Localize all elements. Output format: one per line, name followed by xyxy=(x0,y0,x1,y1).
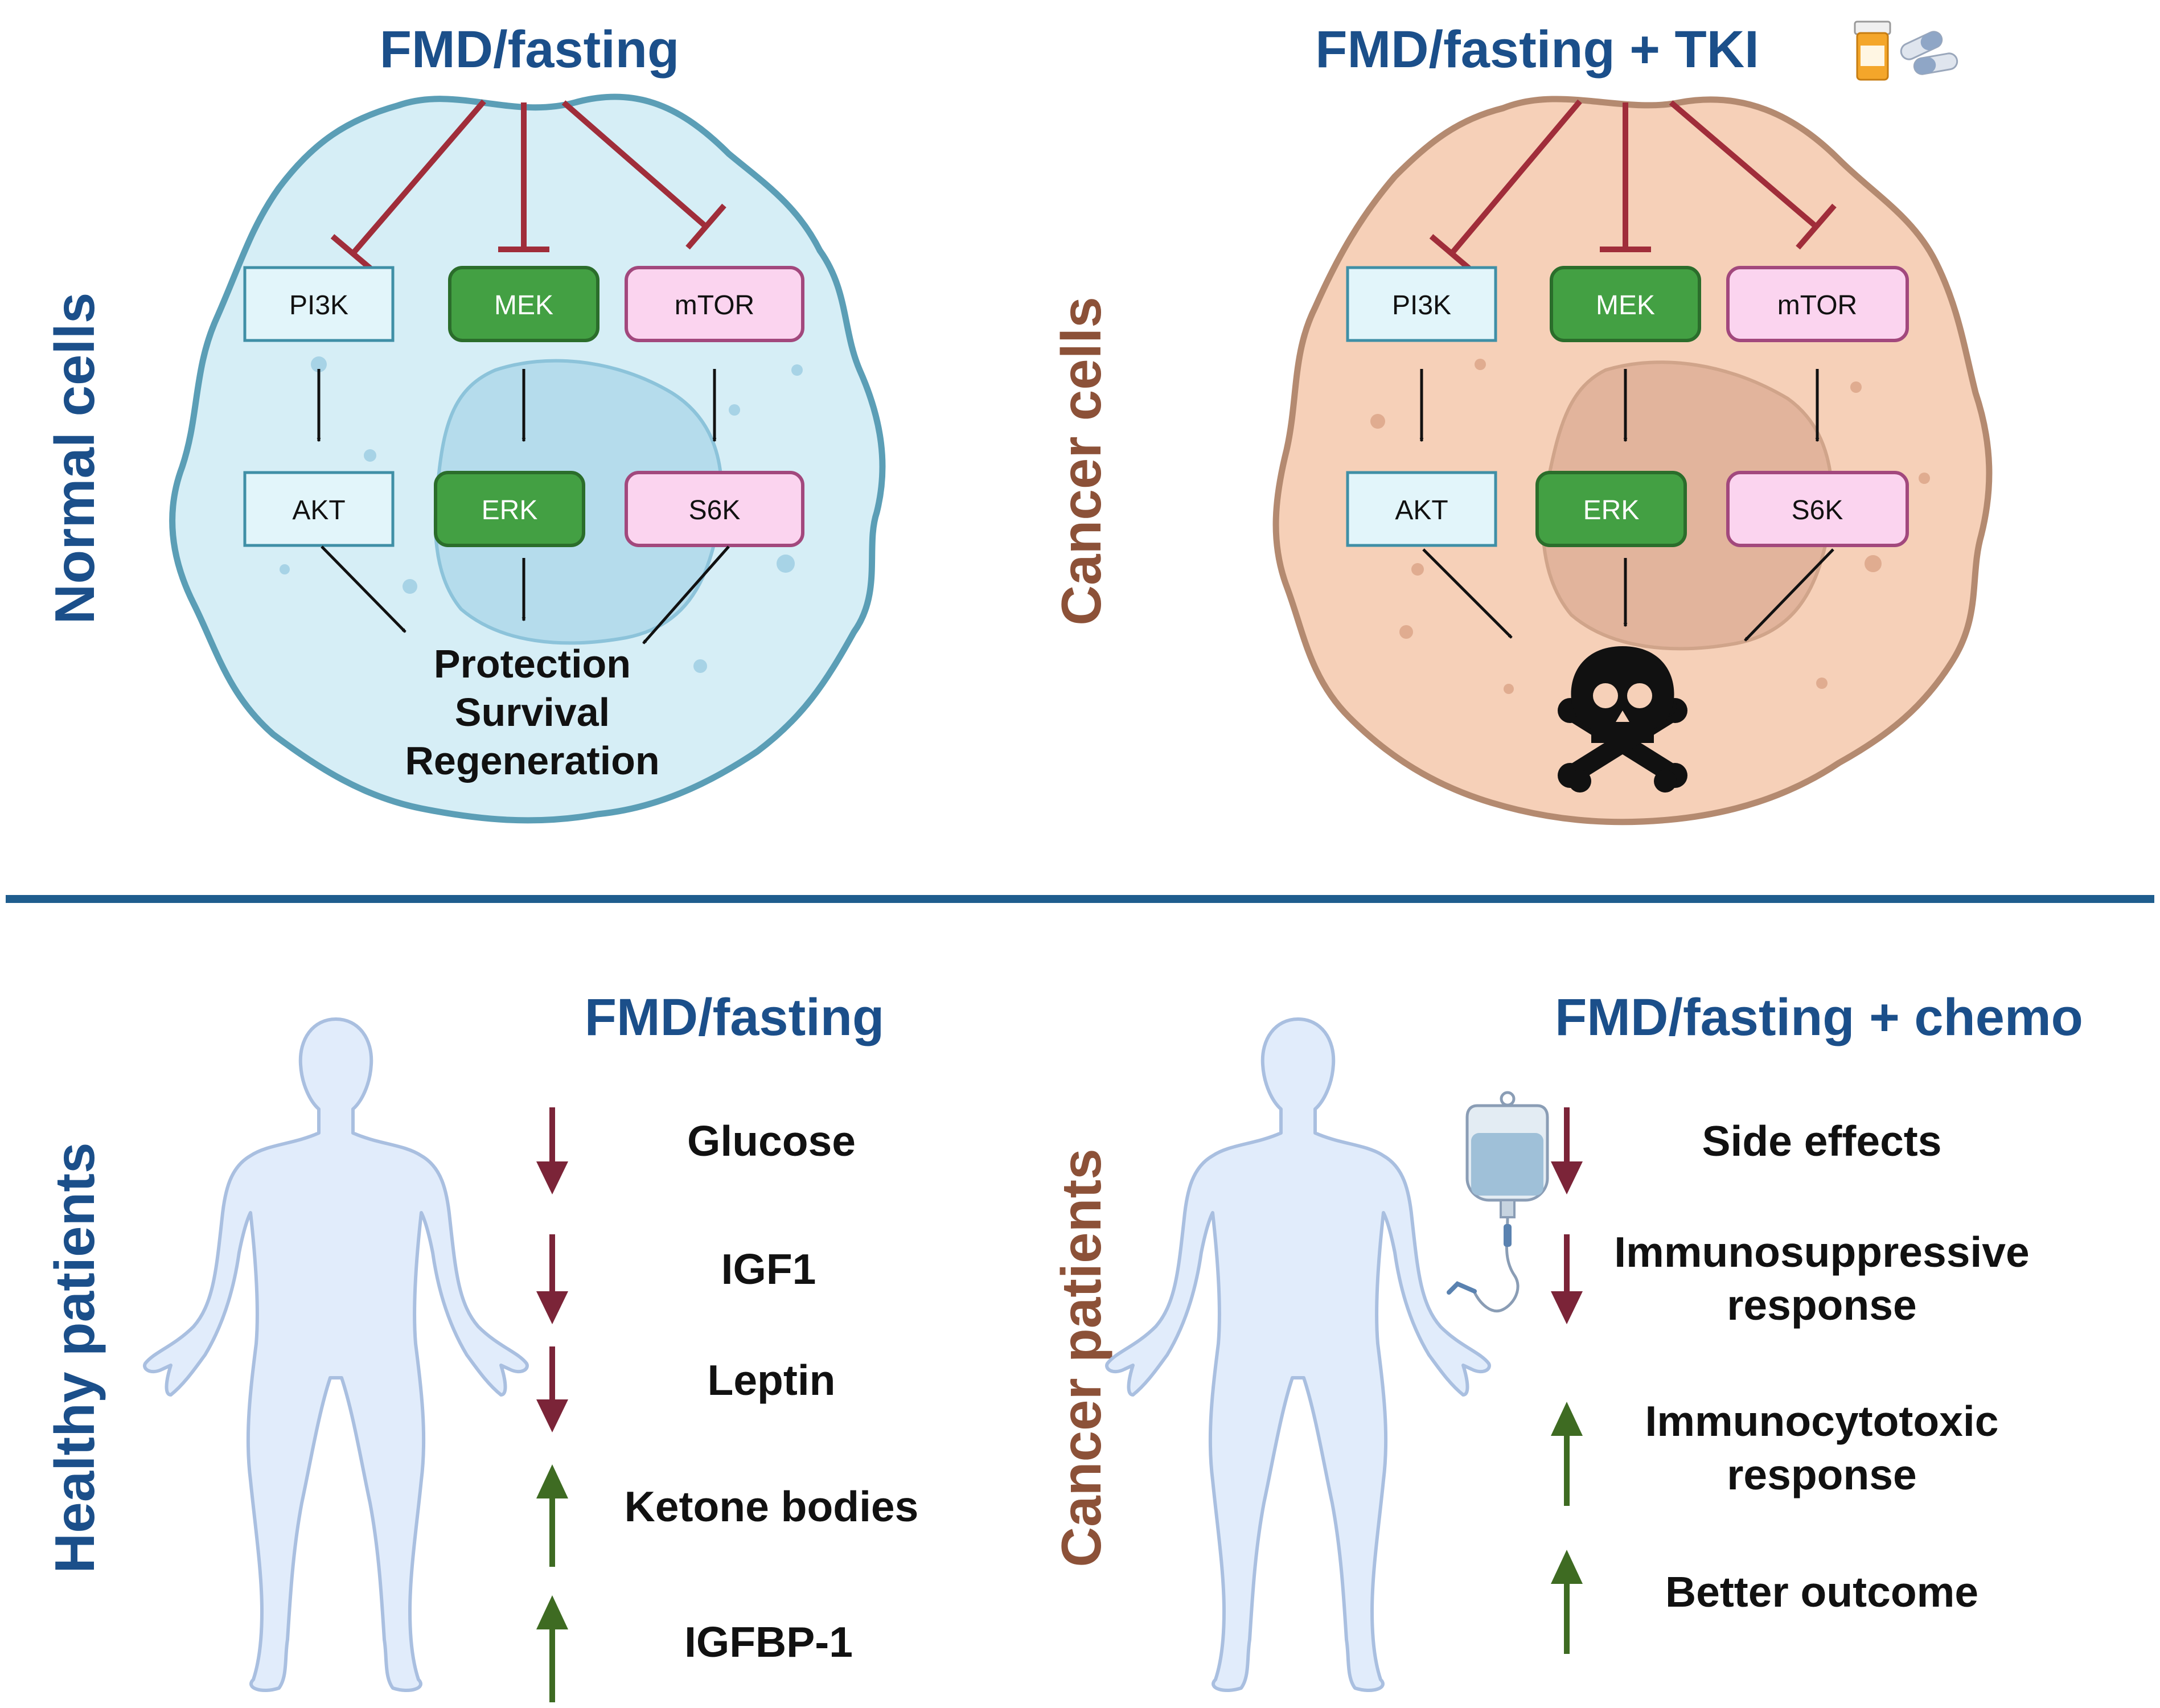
normal-erk-node: ERK xyxy=(434,471,585,547)
normal-mtor-node: mTOR xyxy=(625,266,804,342)
cancer-up-arrow-better-outcome xyxy=(1551,1550,1583,1654)
cancer-activation-arrows xyxy=(1419,369,1820,442)
healthy-panel-title: FMD/fasting xyxy=(585,988,884,1046)
healthy-down-arrow-leptin xyxy=(536,1346,568,1432)
healthy-down-arrow-igf1 xyxy=(536,1234,568,1324)
cancer-akt-label: AKT xyxy=(1395,495,1448,525)
cancer-item-immunosuppressive: Immunosuppressive xyxy=(1614,1228,2029,1276)
cancer-down-arrow-side-effects xyxy=(1551,1107,1583,1194)
normal-cells-side-label: Normal cells xyxy=(43,293,106,625)
cancer-patients-panel-title: FMD/fasting + chemo xyxy=(1555,988,2083,1046)
healthy-up-arrow-ketone xyxy=(536,1464,568,1567)
cancer-outcome-arrows xyxy=(1422,548,1834,642)
normal-pi3k-node: PI3K xyxy=(243,266,395,342)
cancer-pi3k-node: PI3K xyxy=(1346,266,1497,342)
cancer-mtor-node: mTOR xyxy=(1726,266,1909,342)
healthy-item-ketone-bodies: Ketone bodies xyxy=(625,1483,919,1530)
normal-akt-node: AKT xyxy=(243,471,395,547)
skull-crossbones-icon xyxy=(1558,646,1687,793)
healthy-patients-side-label: Healthy patients xyxy=(43,1143,106,1574)
cancer-cell-granules xyxy=(1370,359,1930,694)
healthy-item-igfbp1: IGFBP-1 xyxy=(684,1618,853,1666)
cancer-item-side-effects: Side effects xyxy=(1702,1117,1942,1165)
cancer-mek-label: MEK xyxy=(1596,290,1655,321)
healthy-item-glucose: Glucose xyxy=(687,1117,856,1165)
normal-mek-node: MEK xyxy=(448,266,599,342)
normal-cells-panel: Normal cells FMD/fasting PI3K MEK xyxy=(43,20,886,824)
normal-pi3k-label: PI3K xyxy=(289,290,348,321)
healthy-body-figure xyxy=(143,1017,529,1693)
cancer-s6k-label: S6K xyxy=(1792,495,1843,525)
cancer-down-arrow-immunosuppressive xyxy=(1551,1234,1583,1324)
healthy-item-igf1: IGF1 xyxy=(721,1245,816,1293)
normal-akt-label: AKT xyxy=(292,495,345,525)
cancer-inhibition-lines xyxy=(1429,99,1837,273)
normal-outcome-protection: Protection xyxy=(434,642,631,686)
cancer-item-immunocytotoxic: Immunocytotoxic xyxy=(1645,1397,1999,1445)
cancer-up-arrow-immunocytotoxic xyxy=(1551,1402,1583,1506)
normal-inhibition-lines xyxy=(330,99,726,273)
normal-panel-title: FMD/fasting xyxy=(380,20,679,79)
cancer-item-immunosuppressive-line2: response xyxy=(1727,1281,1916,1329)
cancer-mtor-label: mTOR xyxy=(1777,290,1857,321)
healthy-up-arrow-igfbp1 xyxy=(536,1595,568,1702)
cancer-mek-node: MEK xyxy=(1550,266,1701,342)
normal-outcome-survival: Survival xyxy=(455,690,610,734)
normal-mek-label: MEK xyxy=(494,290,553,321)
normal-s6k-node: S6K xyxy=(625,471,804,547)
cancer-erk-label: ERK xyxy=(1583,495,1640,525)
cancer-erk-node: ERK xyxy=(1535,471,1687,547)
healthy-item-leptin: Leptin xyxy=(708,1356,836,1404)
pill-bottle-icon xyxy=(1854,20,1891,81)
cancer-pi3k-label: PI3K xyxy=(1392,290,1451,321)
normal-mtor-label: mTOR xyxy=(675,290,754,321)
capsules-icon xyxy=(1900,31,1958,75)
cancer-item-better-outcome: Better outcome xyxy=(1665,1568,1978,1616)
healthy-patients-panel: Healthy patients FMD/fasting Glucose xyxy=(43,988,918,1702)
cancer-item-immunocytotoxic-line2: response xyxy=(1727,1451,1916,1498)
cancer-panel-title: FMD/fasting + TKI xyxy=(1315,20,1759,79)
cancer-patients-side-label: Cancer patients xyxy=(1050,1148,1112,1567)
cancer-cells-side-label: Cancer cells xyxy=(1050,297,1112,625)
cancer-patients-panel: Cancer patients FMD/fasting + chemo xyxy=(1050,988,2083,1693)
cancer-cells-panel: Cancer cells FMD/fasting + TKI xyxy=(1050,20,1993,826)
healthy-down-arrow-glucose xyxy=(536,1107,568,1194)
normal-erk-label: ERK xyxy=(482,495,538,525)
cancer-akt-node: AKT xyxy=(1346,471,1497,547)
normal-activation-arrows xyxy=(317,369,717,442)
normal-outcome-regeneration: Regeneration xyxy=(405,738,659,783)
section-divider xyxy=(6,895,2154,903)
cancer-s6k-node: S6K xyxy=(1726,471,1909,547)
normal-s6k-label: S6K xyxy=(689,495,741,525)
cancer-patient-body-figure xyxy=(1105,1017,1491,1693)
normal-outcome-arrows xyxy=(321,545,730,644)
iv-bag-icon xyxy=(1447,1091,1549,1313)
